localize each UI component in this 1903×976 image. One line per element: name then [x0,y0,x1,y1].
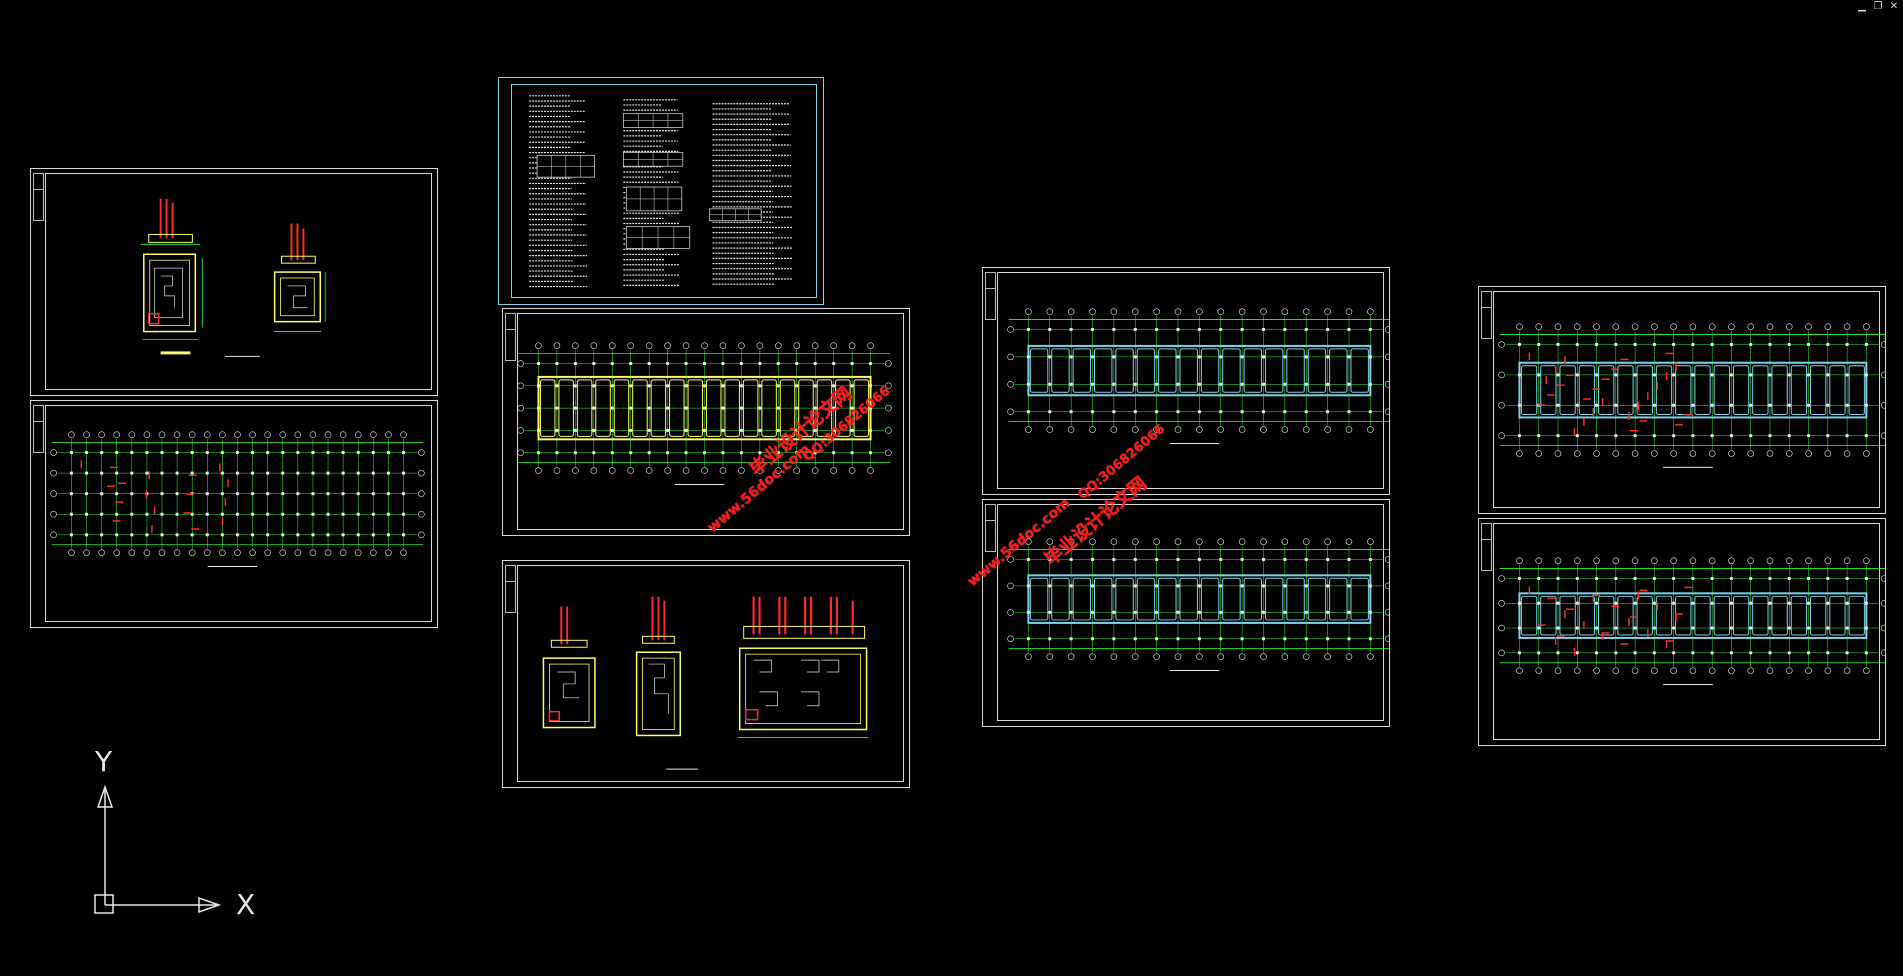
foundation-plan-drawing [517,342,892,485]
ucs-y-label: Y [95,745,113,778]
title-block [985,504,996,552]
slab-reinforcement-drawing-1 [1498,323,1885,468]
sheet-border [45,405,432,622]
sheet-beam-plan-1[interactable] [982,267,1390,495]
beam-plan-drawing-2 [1007,538,1389,671]
sheet-column-plan[interactable] [30,400,438,628]
title-block [505,313,516,361]
foundation-detail-drawing-2 [542,596,869,770]
sheet-design-notes[interactable] [498,77,824,305]
title-block [505,565,516,613]
sheet-foundation-details-1[interactable] [30,168,438,396]
beam-plan-drawing-1 [1007,308,1389,444]
sheet-border [517,565,904,782]
ucs-x-label: X [236,888,256,921]
title-block [1481,523,1492,571]
title-block [33,173,44,221]
window-controls: ▁ ❐ ✕ [1857,2,1899,12]
design-notes-text-blocks [529,95,793,288]
sheet-beam-plan-2[interactable] [982,499,1390,727]
title-block [33,405,44,453]
slab-reinforcement-drawing-2 [1498,557,1885,686]
sheet-border [511,84,817,298]
sheet-slab-reinforcement-1[interactable] [1478,286,1886,514]
title-block [985,272,996,320]
close-icon[interactable]: ✕ [1889,1,1899,12]
sheet-border [517,313,904,530]
ucs-axis-icon [94,784,222,914]
foundation-detail-drawing [140,198,326,357]
title-block [1481,291,1492,339]
column-plan-drawing [50,431,425,568]
sheet-foundation-details-2[interactable] [502,560,910,788]
sheet-foundation-plan[interactable] [502,308,910,536]
sheet-border [1493,523,1880,740]
sheet-border [45,173,432,390]
restore-icon[interactable]: ❐ [1873,1,1883,12]
minimize-icon[interactable]: ▁ [1858,1,1866,12]
sheet-border [997,272,1384,489]
sheet-border [1493,291,1880,508]
sheet-slab-reinforcement-2[interactable] [1478,518,1886,746]
